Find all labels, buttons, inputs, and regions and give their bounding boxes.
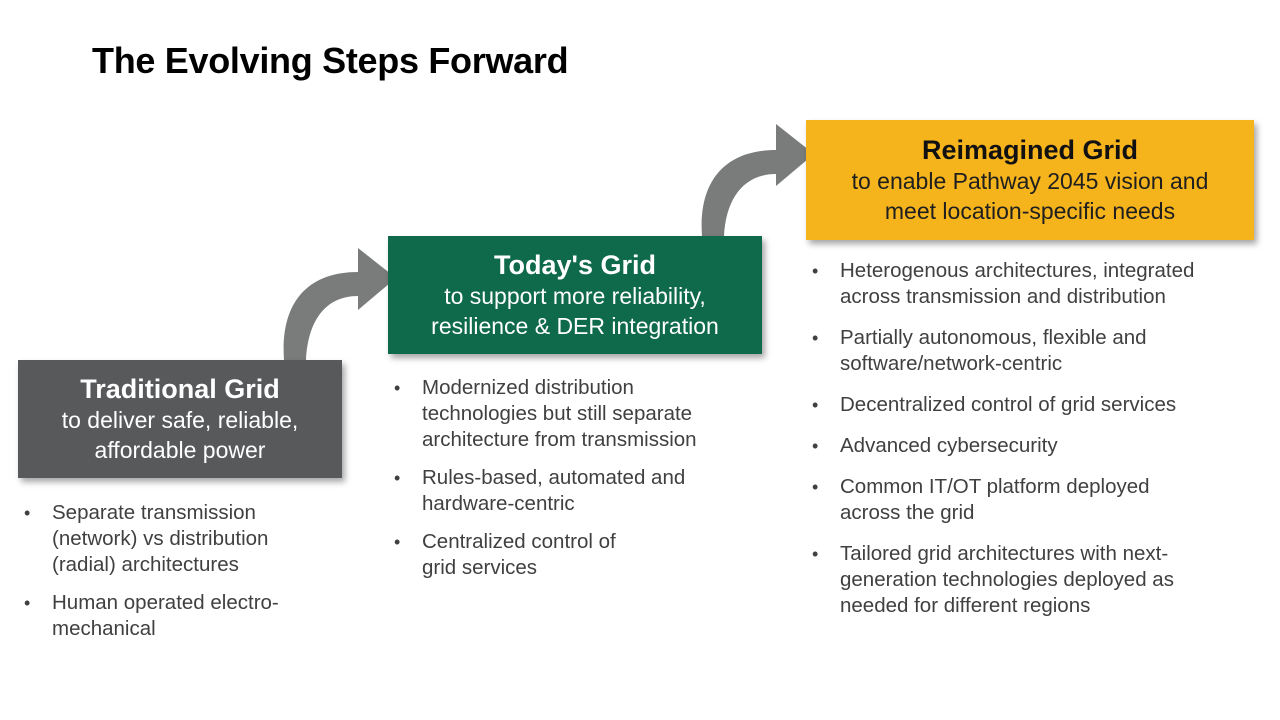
stage-title: Reimagined Grid [921,135,1139,165]
bullet-icon: • [812,395,819,415]
bullet-line: Decentralized control of grid services [840,393,1177,416]
bullet-line: architecture from transmission [422,428,697,451]
bullet-line: (network) vs distribution [52,527,269,550]
stage-box-today: Today's Grid to support more reliability… [388,236,762,354]
bullet-icon: • [812,261,819,281]
bullet-line: across transmission and distribution [840,285,1166,308]
stage-subtitle-line: affordable power [94,437,266,463]
stage-title: Today's Grid [494,250,656,280]
bullet-line: grid services [422,556,538,579]
list-item: • Centralized control of grid services [388,529,768,581]
bullet-icon: • [812,544,819,564]
bullet-line: generation technologies deployed as [840,568,1174,591]
stage-box-reimagined: Reimagined Grid to enable Pathway 2045 v… [806,120,1254,240]
stage-box-traditional: Traditional Grid to deliver safe, reliab… [18,360,342,478]
bullet-icon: • [24,593,31,613]
stage-subtitle-line: to support more reliability, [444,283,706,309]
bullet-icon: • [812,436,819,456]
bullet-icon: • [24,503,31,523]
bullet-line: technologies but still separate [422,402,693,425]
bullet-line: software/network-centric [840,352,1063,375]
bullet-line: across the grid [840,501,975,524]
list-item: • Advanced cybersecurity [806,433,1266,459]
bullet-icon: • [812,328,819,348]
bullet-line: (radial) architectures [52,553,239,576]
bullet-line: needed for different regions [840,594,1091,617]
bullet-line: Common IT/OT platform deployed [840,475,1150,498]
bullet-list-today: • Modernized distribution technologies b… [388,375,768,593]
bullet-icon: • [394,468,401,488]
list-item: • Decentralized control of grid services [806,392,1266,418]
stage-title: Traditional Grid [80,374,280,404]
bullet-line: Rules-based, automated and [422,466,686,489]
list-item: • Common IT/OT platform deployed across … [806,474,1266,526]
curved-arrow-icon [701,124,814,236]
bullet-list-reimagined: • Heterogenous architectures, integrated… [806,258,1266,634]
bullet-line: Centralized control of [422,530,616,553]
list-item: • Rules-based, automated and hardware-ce… [388,465,768,517]
bullet-icon: • [394,378,401,398]
list-item: • Modernized distribution technologies b… [388,375,768,453]
bullet-line: Tailored grid architectures with next- [840,542,1169,565]
list-item: • Tailored grid architectures with next-… [806,541,1266,619]
stage-subtitle-line: resilience & DER integration [431,313,719,339]
list-item: • Heterogenous architectures, integrated… [806,258,1266,310]
bullet-line: Human operated electro- [52,591,279,614]
bullet-line: Heterogenous architectures, integrated [840,259,1195,282]
bullet-line: Modernized distribution [422,376,634,399]
stage-subtitle-line: meet location-specific needs [884,198,1176,224]
bullet-line: Separate transmission [52,501,256,524]
list-item: • Human operated electro- mechanical [18,590,338,642]
stage-subtitle-line: to enable Pathway 2045 vision and [851,168,1209,194]
bullet-icon: • [394,532,401,552]
bullet-list-traditional: • Separate transmission (network) vs dis… [18,500,338,654]
list-item: • Separate transmission (network) vs dis… [18,500,338,578]
curved-arrow-icon [283,248,396,360]
list-item: • Partially autonomous, flexible and sof… [806,325,1266,377]
bullet-icon: • [812,477,819,497]
stage-subtitle-line: to deliver safe, reliable, [61,407,299,433]
bullet-line: hardware-centric [422,492,575,515]
bullet-line: Partially autonomous, flexible and [840,326,1147,349]
slide-title: The Evolving Steps Forward [92,40,569,81]
bullet-line: mechanical [52,617,156,640]
bullet-line: Advanced cybersecurity [840,434,1058,457]
